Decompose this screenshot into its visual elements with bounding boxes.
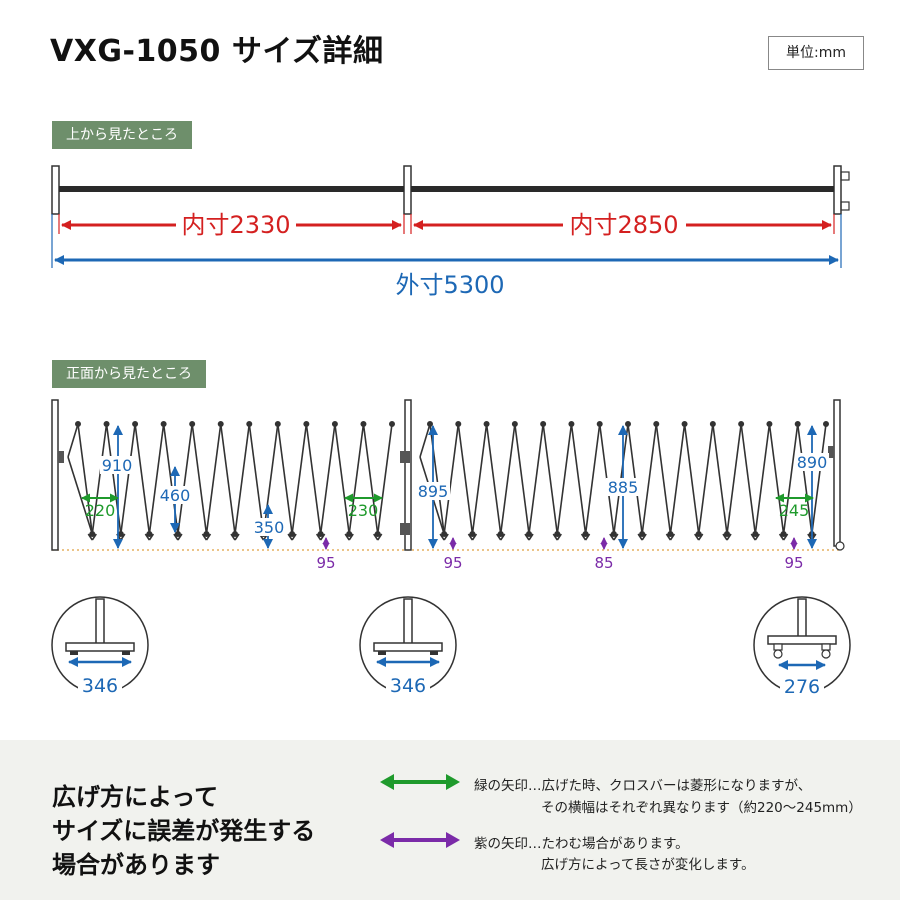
headline-line-1: 広げ方によって <box>52 783 219 811</box>
right-gate-bar <box>411 186 834 192</box>
notes-headline: 広げ方によって サイズに誤差が発生する 場合があります <box>52 780 315 882</box>
top-view-label: 上から見たところ <box>52 121 192 149</box>
left-gate-bar <box>59 186 404 192</box>
sag-95-c-label: 95 <box>784 554 803 572</box>
purple-arrow-icon <box>380 832 460 848</box>
headline-line-3: 場合があります <box>52 851 220 879</box>
foot-detail-right: 276 <box>753 596 851 698</box>
dim-895-label: 895 <box>418 482 449 501</box>
diagram-canvas: 内寸2330 内寸2850 外寸5300 910 460 350 895 88 <box>51 165 851 698</box>
right-post-front <box>833 399 841 547</box>
dim-890-label: 890 <box>797 453 828 472</box>
foot-left-label: 346 <box>82 675 118 697</box>
middle-post-top <box>403 165 412 215</box>
purple-note-1: 紫の矢印…たわむ場合があります。 <box>474 836 689 852</box>
dim-910-label: 910 <box>102 456 133 475</box>
outer-label: 外寸5300 <box>395 271 504 299</box>
dim-460-label: 460 <box>160 486 191 505</box>
headline-line-2: サイズに誤差が発生する <box>52 817 316 845</box>
caster-top <box>840 171 850 181</box>
front-view-gate <box>51 399 845 551</box>
mid-bracket-upper <box>400 451 410 463</box>
mid-bracket-lower <box>400 523 410 535</box>
foot-right-label: 276 <box>784 676 820 698</box>
foot-detail-middle: 346 <box>359 596 457 697</box>
foot-detail-left: 346 <box>51 596 149 697</box>
caster-bottom <box>840 201 850 211</box>
dim-885-label: 885 <box>608 478 639 497</box>
front-wheel <box>835 541 845 551</box>
sag-95-b-label: 95 <box>443 554 462 572</box>
dim-350-label: 350 <box>254 518 285 537</box>
left-post-front <box>51 399 59 551</box>
green-arrow-icon <box>380 774 460 790</box>
foot-middle-label: 346 <box>390 675 426 697</box>
middle-post-front <box>404 399 412 551</box>
front-view-label: 正面から見たところ <box>52 360 206 388</box>
purple-note-2: 広げ方によって長さが変化します。 <box>541 857 755 873</box>
dim-220-label: 220 <box>85 501 116 520</box>
dim-230-label: 230 <box>348 501 379 520</box>
right-bracket <box>828 446 834 458</box>
inner-left-label: 内寸2330 <box>181 211 290 239</box>
sag-85-label: 85 <box>594 554 613 572</box>
right-post-top <box>833 165 842 215</box>
notes-panel: 広げ方によって サイズに誤差が発生する 場合があります 緑の矢印…広げた時、クロ… <box>0 740 900 900</box>
green-note-1: 緑の矢印…広げた時、クロスバーは菱形になりますが、 <box>474 778 812 794</box>
green-note-2: その横幅はそれぞれ異なります（約220～245mm） <box>541 800 862 816</box>
unit-label: 単位:mm <box>768 36 864 70</box>
top-view-gate <box>51 165 850 215</box>
page-title: VXG-1050 サイズ詳細 <box>50 34 384 69</box>
left-bracket <box>58 451 64 463</box>
sag-95-a-label: 95 <box>316 554 335 572</box>
inner-right-label: 内寸2850 <box>569 211 678 239</box>
left-lattice <box>67 420 395 541</box>
left-post-top <box>51 165 60 215</box>
dim-245-label: 245 <box>779 501 810 520</box>
